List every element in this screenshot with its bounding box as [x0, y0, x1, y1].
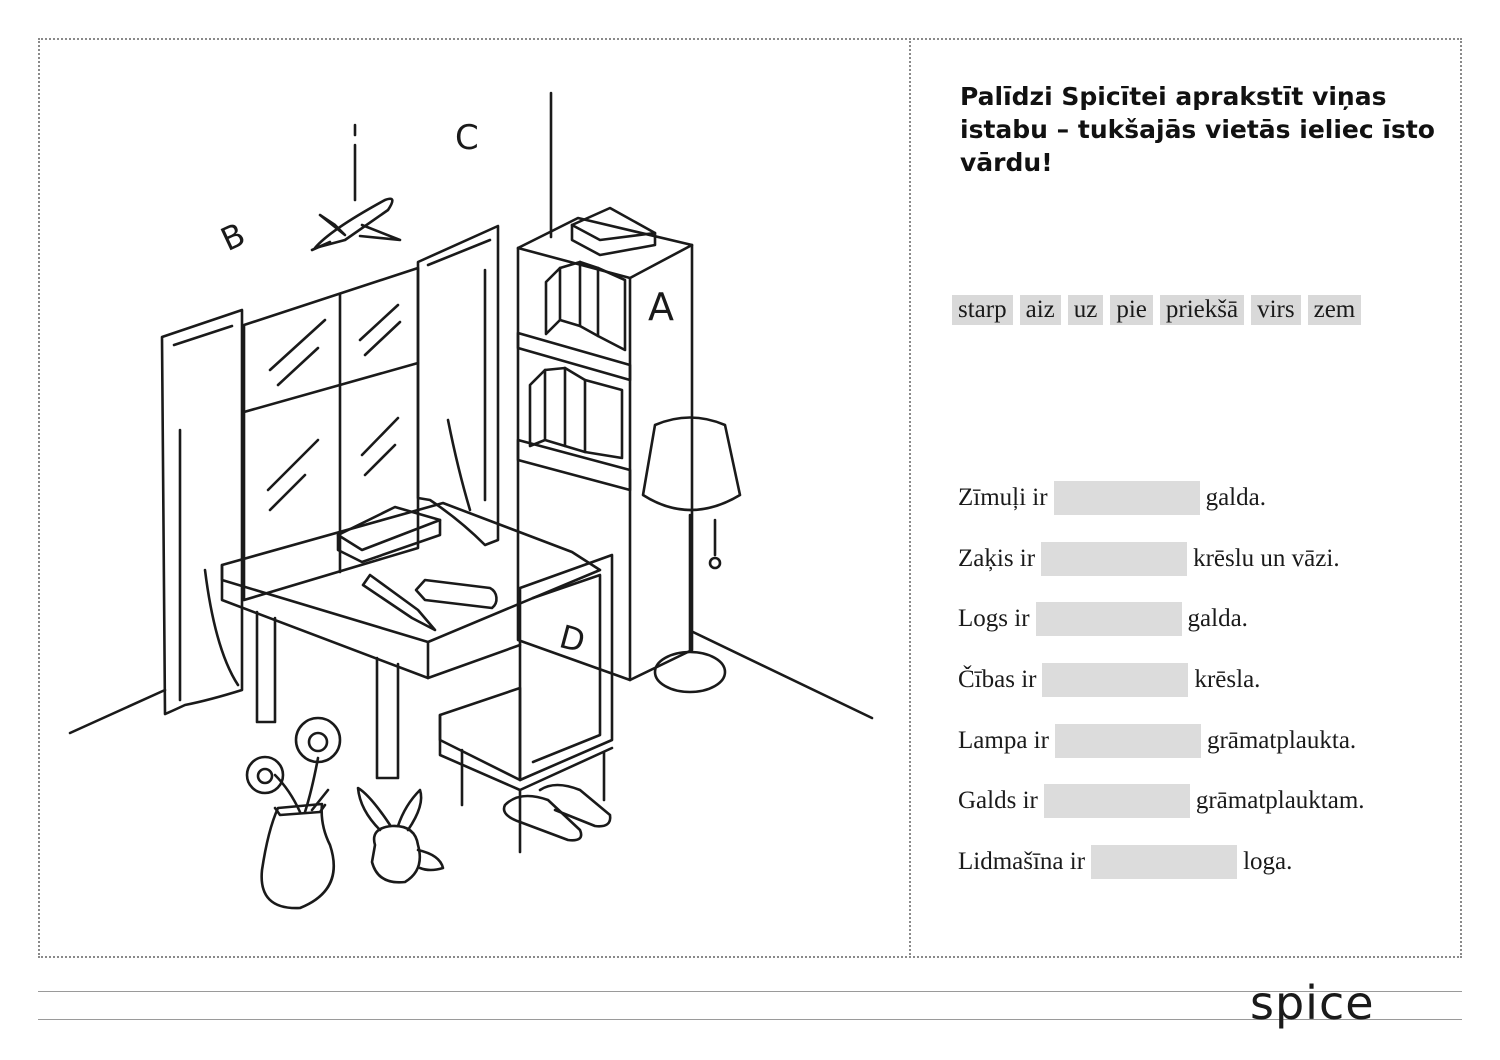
- sentence-row: Zīmuļi ir galda.: [958, 481, 1478, 515]
- answer-blank[interactable]: [1041, 541, 1188, 576]
- word-chip[interactable]: virs: [1251, 295, 1301, 325]
- word-chip[interactable]: zem: [1307, 295, 1362, 325]
- sentence-start: Zaķis ir: [958, 544, 1036, 572]
- answer-blank[interactable]: [1035, 602, 1182, 637]
- word-chip[interactable]: aiz: [1019, 295, 1061, 325]
- curtain-left: [160, 308, 244, 716]
- curtain-right: [416, 224, 500, 547]
- word-bank: starp aiz uz pie priekšā virs zem: [952, 295, 1362, 325]
- footer-rule-top: [38, 991, 1462, 992]
- sentence-row: Zaķis ir krēslu un vāzi.: [958, 541, 1478, 576]
- sentence-end: krēslu un vāzi.: [1193, 544, 1340, 572]
- answer-blank[interactable]: [1042, 663, 1189, 698]
- word-chip[interactable]: starp: [952, 295, 1013, 325]
- sentence-start: Logs ir: [958, 605, 1030, 633]
- worksheet-frame: [38, 38, 1462, 958]
- desk: [220, 501, 602, 780]
- chair: [438, 553, 614, 854]
- window: [242, 266, 420, 602]
- word-chip[interactable]: uz: [1067, 295, 1104, 325]
- instruction-text: Palīdzi Spicītei aprakstīt viņas istabu …: [960, 82, 1435, 177]
- letter-c: C: [455, 118, 479, 158]
- sentence-end: galda.: [1187, 605, 1248, 633]
- letter-a: A: [648, 285, 674, 329]
- room-illustration: [68, 91, 874, 910]
- footer-rule-bottom: [38, 1019, 1462, 1020]
- sentence-end: grāmatplauktam.: [1195, 787, 1365, 815]
- brand-logo: spice: [1250, 976, 1375, 1030]
- sentence-start: Lampa ir: [958, 726, 1049, 754]
- flower-vase: [245, 716, 342, 910]
- bookshelf: [516, 206, 694, 682]
- word-chip[interactable]: pie: [1110, 295, 1153, 325]
- sentence-row: Logs ir galda.: [958, 602, 1478, 637]
- sentence-list: Zīmuļi ir galda. Zaķis ir krēslu un vāzi…: [958, 481, 1478, 908]
- sentence-start: Lidmašīna ir: [958, 848, 1086, 876]
- answer-blank[interactable]: [1053, 481, 1200, 515]
- sentence-row: Lidmašīna ir loga.: [958, 845, 1478, 880]
- sentence-end: grāmatplaukta.: [1206, 726, 1357, 754]
- sentence-row: Galds ir grāmatplauktam.: [958, 784, 1478, 819]
- sentence-row: Lampa ir grāmatplaukta.: [958, 723, 1478, 758]
- rabbit-toy: [356, 786, 445, 884]
- sentence-end: krēsla.: [1194, 666, 1261, 694]
- sentence-start: Galds ir: [958, 787, 1038, 815]
- answer-blank[interactable]: [1043, 784, 1190, 819]
- sentence-start: Zīmuļi ir: [958, 484, 1048, 511]
- sentence-end: galda.: [1205, 484, 1266, 511]
- toy-airplane: [310, 123, 402, 252]
- sentence-row: Čības ir krēsla.: [958, 663, 1478, 698]
- sentence-end: loga.: [1243, 848, 1293, 876]
- word-chip[interactable]: priekšā: [1159, 295, 1245, 325]
- floor-lamp: [641, 416, 742, 694]
- panel-divider: [909, 38, 911, 958]
- sentence-start: Čības ir: [958, 666, 1037, 694]
- answer-blank[interactable]: [1091, 845, 1238, 880]
- room-corner: [68, 91, 874, 735]
- answer-blank[interactable]: [1054, 723, 1201, 758]
- slippers: [502, 783, 612, 842]
